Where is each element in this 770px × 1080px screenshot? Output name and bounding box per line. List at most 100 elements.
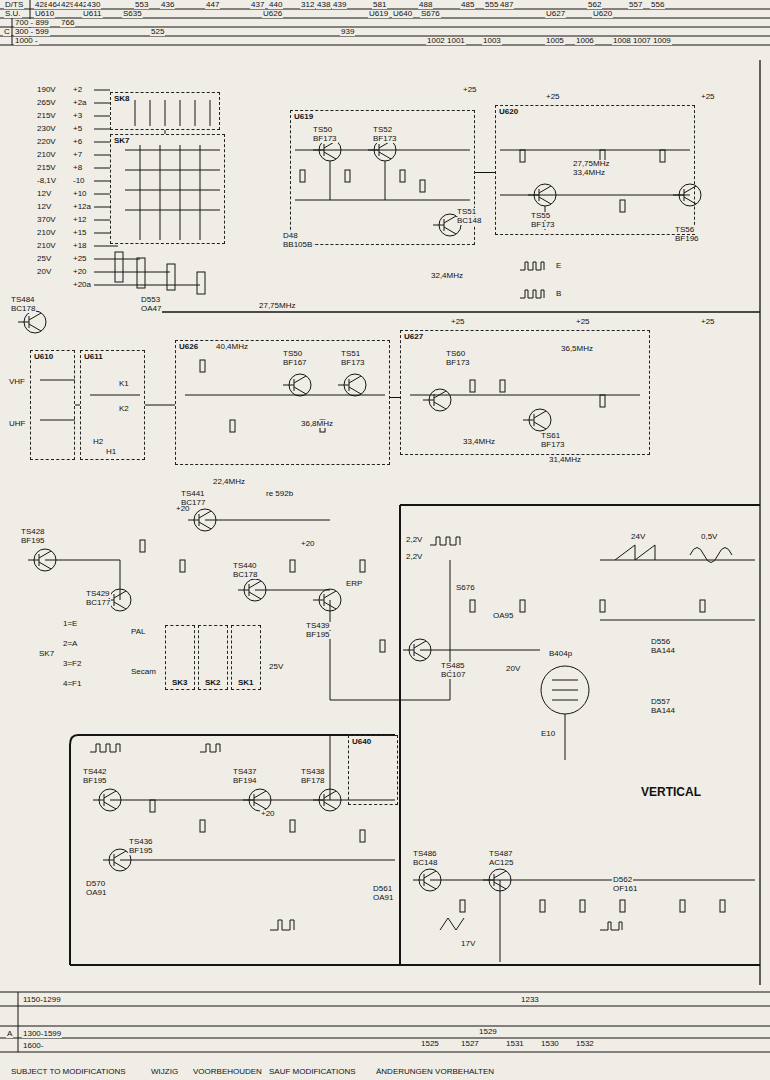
resistor-symbol xyxy=(150,800,155,812)
tube-electrodes xyxy=(552,680,578,700)
schematic-label: 1300-1599 xyxy=(22,1030,62,1038)
schematic-label: TS56 xyxy=(674,226,695,234)
schematic-label: +20a xyxy=(72,281,92,289)
schematic-label: 27,75MHz xyxy=(572,160,610,168)
schematic-label: 210V xyxy=(36,229,57,237)
schematic-label: D562 xyxy=(612,876,633,884)
component-symbols xyxy=(18,139,725,912)
schematic-label: 22,4MHz xyxy=(212,478,246,486)
schematic-label: +25 xyxy=(72,255,88,263)
module-outline: SK2 xyxy=(198,625,228,690)
schematic-label: K2 xyxy=(118,405,130,413)
transistor-leads xyxy=(313,791,336,809)
schematic-label: 766 xyxy=(60,19,75,27)
transistor-leads xyxy=(238,581,261,599)
schematic-label: 210V xyxy=(36,242,57,250)
schematic-label: BF194 xyxy=(232,777,258,785)
schematic-label: 1008 xyxy=(612,37,632,45)
schematic-label: -8,1V xyxy=(36,177,57,185)
module-name: U610 xyxy=(33,353,54,361)
schematic-label: 1007 xyxy=(632,37,652,45)
transistor-leads xyxy=(403,641,426,659)
schematic-label: 0,5V xyxy=(700,533,718,541)
schematic-label: 300 - 599 xyxy=(14,28,50,36)
schematic-label: 370V xyxy=(36,216,57,224)
schematic-label: TS441 xyxy=(180,490,206,498)
schematic-label: BC148 xyxy=(412,859,438,867)
schematic-label: BF167 xyxy=(282,359,308,367)
schematic-label: S676 xyxy=(420,10,441,18)
connector-wire xyxy=(390,397,400,398)
schematic-label: BF195 xyxy=(82,777,108,785)
relay-coil xyxy=(167,264,175,290)
schematic-label: 215V xyxy=(36,164,57,172)
schematic-label: 20V xyxy=(36,268,52,276)
transistor-leads xyxy=(483,871,506,889)
schematic-label: BC177 xyxy=(85,599,111,607)
transistor-leads xyxy=(673,186,696,204)
resistor-symbol xyxy=(230,420,235,432)
schematic-label: 2,2V xyxy=(405,553,423,561)
schematic-label: OA95 xyxy=(492,612,514,620)
transistor-leads xyxy=(313,591,336,609)
schematic-label: OA91 xyxy=(372,894,394,902)
schematic-label: +25 xyxy=(700,93,716,101)
schematic-label: 12V xyxy=(36,190,52,198)
schematic-label: S676 xyxy=(455,584,476,592)
schematic-label: 312 xyxy=(300,1,315,9)
schematic-label: K1 xyxy=(118,380,130,388)
schematic-label: D561 xyxy=(372,885,393,893)
schematic-label: VERTICAL xyxy=(640,786,702,798)
schematic-label: 1003 xyxy=(482,37,502,45)
module-outline: U610 xyxy=(30,350,75,460)
transistor-leads xyxy=(28,551,51,569)
schematic-label: +25 xyxy=(700,318,716,326)
stage-wire xyxy=(295,150,690,230)
resistor-symbol xyxy=(470,600,475,612)
transistor-leads xyxy=(433,216,456,234)
schematic-label: +2 xyxy=(72,86,83,94)
resistor-symbol xyxy=(620,900,625,912)
schematic-label: TS437 xyxy=(232,768,258,776)
module-outline: U627 xyxy=(400,330,650,455)
schematic-label: U610 xyxy=(34,10,55,18)
resistor-symbol xyxy=(290,560,295,572)
schematic-label: +25 xyxy=(462,86,478,94)
schematic-label: +5 xyxy=(72,125,83,133)
module-name: U626 xyxy=(178,343,199,351)
schematic-label: 487 xyxy=(499,1,514,9)
module-outline: U611 xyxy=(80,350,145,460)
module-name: SK1 xyxy=(237,679,255,687)
schematic-label: 1009 xyxy=(652,37,672,45)
schematic-label: BC148 xyxy=(456,217,482,225)
transistor-leads xyxy=(523,411,546,429)
schematic-label: TS484 xyxy=(10,296,36,304)
schematic-label: TS55 xyxy=(530,212,551,220)
resistor-symbol xyxy=(580,900,585,912)
schematic-label: OA47 xyxy=(140,305,162,313)
schematic-label: +12 xyxy=(72,216,88,224)
module-name: U619 xyxy=(293,113,314,121)
schematic-label: +25 xyxy=(575,318,591,326)
schematic-label: +8 xyxy=(72,164,83,172)
schematic-label: 555 xyxy=(484,1,499,9)
schematic-label: BA144 xyxy=(650,707,676,715)
schematic-label: 1530 xyxy=(540,1040,560,1048)
transistor-leads xyxy=(103,851,126,869)
transistor-leads xyxy=(243,791,266,809)
schematic-label: 25V xyxy=(36,255,52,263)
switch-matrix xyxy=(125,100,220,240)
stage-wire xyxy=(40,380,640,420)
schematic-label: TS51 xyxy=(340,350,361,358)
schematic-label: H1 xyxy=(105,448,117,456)
schematic-label: D556 xyxy=(650,638,671,646)
connector-wire xyxy=(475,172,495,173)
schematic-label: BF173 xyxy=(445,359,471,367)
schematic-label: +2a xyxy=(72,99,88,107)
schematic-label: +3 xyxy=(72,112,83,120)
module-outline: SK1 xyxy=(231,625,261,690)
schematic-label: TS50 xyxy=(282,350,303,358)
schematic-label: B404p xyxy=(548,650,573,658)
schematic-label: C xyxy=(3,28,11,36)
bus-wire xyxy=(70,505,760,965)
